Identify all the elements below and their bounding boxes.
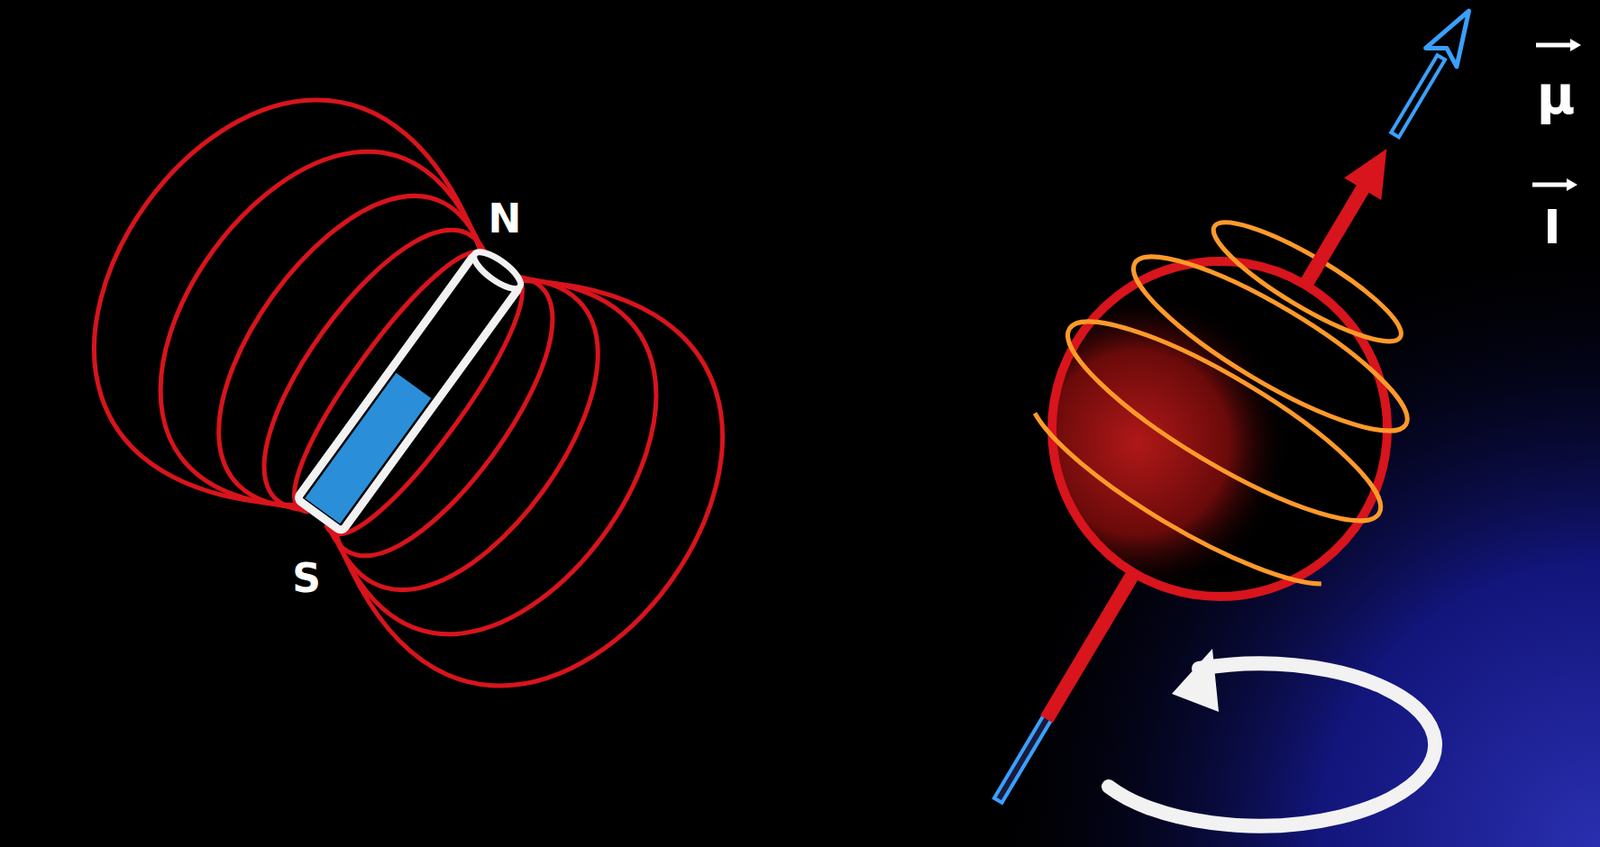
pole-label: N bbox=[488, 199, 522, 239]
bar-magnet bbox=[24, 34, 793, 751]
pole-label: μ bbox=[1536, 69, 1576, 122]
moment-arrow bbox=[1298, 177, 1374, 290]
field-lines bbox=[24, 34, 793, 751]
sphere bbox=[985, 194, 1455, 665]
spin-arrowhead bbox=[1171, 649, 1219, 713]
pole-label: I bbox=[1543, 203, 1561, 251]
spin-arrow bbox=[1108, 664, 1436, 827]
nucleus bbox=[842, 0, 1600, 847]
axis-end bbox=[994, 713, 1053, 804]
spin-vector bbox=[1390, 54, 1445, 138]
vector-marks bbox=[1532, 38, 1582, 192]
rings bbox=[1009, 167, 1476, 614]
pole-label: S bbox=[292, 558, 321, 599]
